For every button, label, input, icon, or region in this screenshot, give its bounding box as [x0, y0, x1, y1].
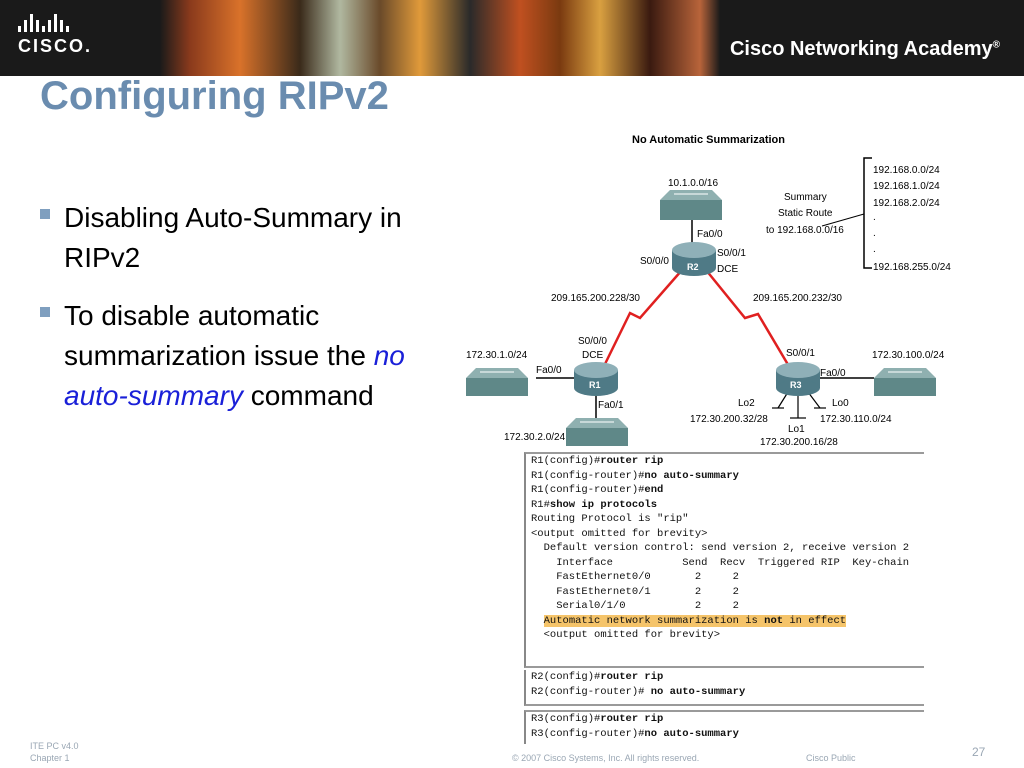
r1-fa00-label: Fa0/0	[536, 365, 562, 376]
r3-name-label: R3	[790, 380, 802, 390]
r2-s001-label: S0/0/1	[717, 248, 746, 259]
router-r2-icon	[672, 242, 716, 276]
bullet-square-icon	[40, 209, 50, 219]
terminal-line: <output omitted for brevity>	[543, 629, 721, 641]
switch-top-icon	[660, 190, 722, 220]
right-link-label: 209.165.200.232/30	[753, 293, 842, 304]
network-label: 192.168.0.0/24	[873, 165, 940, 176]
network-label: .	[873, 212, 876, 223]
cisco-logo-text: CISCO.	[18, 36, 93, 56]
terminal-line: Serial0/1/0 2 2	[531, 600, 739, 612]
r1-name-label: R1	[589, 380, 601, 390]
lo2-net-label: 172.30.200.32/28	[690, 414, 768, 425]
cisco-logo: CISCO.	[18, 14, 138, 62]
terminal-line-highlighted: Automatic network summarization is not i…	[543, 614, 847, 627]
network-label: 192.168.1.0/24	[873, 181, 940, 192]
networks-bracket	[863, 157, 872, 269]
bullet-square-icon	[40, 307, 50, 317]
bullet-item: To disable automatic summarization issue…	[40, 296, 410, 416]
terminal-line: <output omitted for brevity>	[531, 527, 708, 540]
terminal-line: Default version control: send version 2,…	[531, 542, 910, 554]
terminal-line: Interface Send Recv Triggered RIP Key-ch…	[531, 556, 910, 569]
lo1-label: Lo1	[788, 424, 805, 435]
footer-copyright: © 2007 Cisco Systems, Inc. All rights re…	[512, 753, 700, 763]
bullet-list: Disabling Auto-Summary in RIPv2 To disab…	[40, 198, 410, 434]
summary-label: Static Route	[778, 208, 833, 219]
serial-link-r2-r3	[705, 269, 792, 369]
network-label: .	[873, 228, 876, 239]
r1-lan-bottom-label: 172.30.2.0/24	[504, 432, 566, 443]
top-lan-label: 10.1.0.0/16	[668, 178, 719, 189]
lo0-net-label: 172.30.110.0/24	[820, 414, 892, 425]
bullet-text: Disabling Auto-Summary in RIPv2	[64, 202, 402, 273]
terminal-line: FastEthernet0/0 2 2	[531, 571, 739, 583]
terminal-line: Routing Protocol is "rip"	[531, 513, 689, 525]
academy-title: Cisco Networking Academy®	[729, 38, 1000, 60]
r3-lan-right-label: 172.30.100.0/24	[872, 350, 945, 361]
footer-course: ITE PC v4.0	[30, 741, 79, 751]
r1-lan-left-label: 172.30.1.0/24	[466, 350, 528, 361]
terminal-line: R1(config-router)#no auto-summary	[531, 469, 739, 482]
terminal-line: R2(config-router)# no auto-summary	[531, 685, 746, 698]
diagram-title: No Automatic Summarization	[632, 134, 785, 146]
serial-link-r1-r2	[603, 269, 683, 365]
terminal-line: R1(config)#router rip	[531, 455, 664, 467]
switch-right-icon	[874, 368, 936, 396]
header-banner: CISCO. Cisco Networking Academy®	[0, 0, 1024, 76]
footer-chapter: Chapter 1	[30, 753, 70, 763]
terminal-line: R3(config)#router rip	[531, 713, 664, 725]
terminal-line: R2(config)#router rip	[531, 671, 664, 683]
r3-s001-label: S0/0/1	[786, 348, 815, 359]
network-label: 192.168.255.0/24	[873, 262, 951, 273]
r2-s000-label: S0/0/0	[640, 256, 669, 267]
terminal-line: R1#show ip protocols	[531, 498, 658, 511]
network-label: .	[873, 244, 876, 255]
r3-terminal-output: R3(config)#router rip R3(config-router)#…	[524, 710, 924, 744]
bullet-text: To disable automatic summarization issue…	[64, 300, 405, 411]
r2-terminal-output: R2(config)#router rip R2(config-router)#…	[524, 670, 924, 706]
r2-fa-label: Fa0/0	[697, 229, 723, 240]
summary-label: to 192.168.0.0/16	[766, 225, 844, 236]
footer-classification: Cisco Public	[806, 753, 856, 763]
r1-dce-label: DCE	[582, 350, 604, 361]
left-link-label: 209.165.200.228/30	[551, 293, 640, 304]
router-r1-icon	[574, 362, 618, 396]
terminal-line: FastEthernet0/1 2 2	[531, 585, 739, 598]
cisco-bridge-icon	[18, 14, 138, 32]
r2-name-label: R2	[687, 262, 699, 272]
lo0-label: Lo0	[832, 398, 849, 409]
terminal-line: R3(config-router)#no auto-summary	[531, 727, 739, 740]
lo1-net-label: 172.30.200.16/28	[760, 437, 838, 448]
terminal-line: R1(config-router)#end	[531, 484, 664, 496]
slide-title: Configuring RIPv2	[40, 74, 389, 118]
r1-s000-label: S0/0/0	[578, 336, 607, 347]
bullet-item: Disabling Auto-Summary in RIPv2	[40, 198, 410, 278]
r1-fa01-label: Fa0/1	[598, 400, 624, 411]
summary-label: Summary	[784, 192, 827, 203]
r1-terminal-output: R1(config)#router rip R1(config-router)#…	[524, 452, 924, 668]
switch-bottom-icon	[566, 418, 628, 446]
network-label: 192.168.2.0/24	[873, 198, 940, 209]
router-r3-icon	[776, 362, 820, 396]
r3-fa00-label: Fa0/0	[820, 368, 846, 379]
r2-dce-label: DCE	[717, 264, 739, 275]
topology-graphic	[466, 157, 936, 446]
switch-left-icon	[466, 368, 528, 396]
command-emphasis: no auto-summary	[64, 340, 405, 411]
lo2-label: Lo2	[738, 398, 755, 409]
topology-diagram: No Automatic Summarization 10.1.0.0/16 S…	[460, 128, 980, 458]
page-number: 27	[972, 745, 986, 759]
footer-course-info: ITE PC v4.0 Chapter 1	[30, 740, 79, 764]
